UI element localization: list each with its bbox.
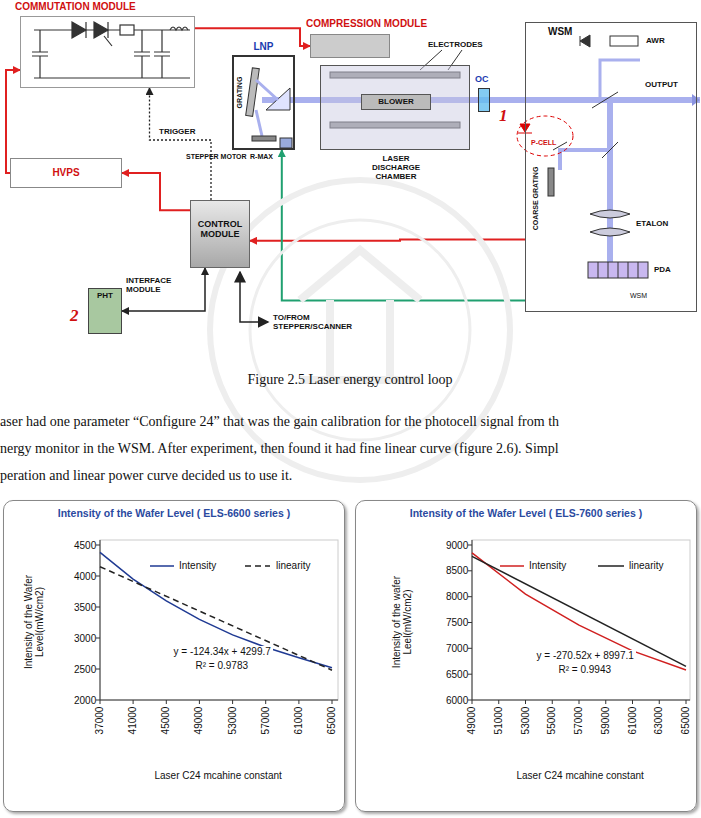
box-label: CONTROL MODULE — [191, 219, 249, 239]
part-label: WSM — [630, 292, 647, 299]
chart-text: 61000 — [293, 706, 304, 734]
module-box: HVPS — [10, 158, 122, 188]
part-label: AWR — [646, 36, 665, 45]
module-box: COMPRESSION MODULE — [310, 34, 390, 58]
chart-text: 9000 — [446, 540, 468, 551]
box-label: PHT — [89, 291, 121, 300]
chart-text: 49000 — [194, 706, 205, 734]
body-text: peration and linear power curve decided … — [0, 468, 292, 484]
figure-caption: Figure 2.5 Laser energy control loop — [248, 372, 453, 388]
box-label: COMMUTATION MODULE — [15, 1, 136, 12]
chart-text: 59000 — [600, 706, 611, 734]
box-label: OC — [475, 74, 489, 84]
chart-text: 4500 — [74, 540, 96, 551]
part-label: P-CELL — [531, 139, 556, 146]
box-label: BLOWER — [362, 95, 430, 109]
signal-connector — [122, 268, 205, 311]
chart-text: 57000 — [260, 706, 271, 734]
chart-text: Laser C24 mcahine constant — [517, 770, 644, 781]
body-text: aser had one parameter “Configure 24” th… — [0, 414, 559, 430]
legend-text: Intensity — [528, 560, 567, 571]
laser-beam — [262, 60, 700, 262]
chart-text: 7000 — [446, 643, 468, 654]
part-label: TO/FROM STEPPER/SCANNER — [273, 313, 363, 331]
box-label: Intensity of the Wafer Level ( ELS-7600 … — [360, 507, 692, 519]
chart-text: 51000 — [493, 706, 504, 734]
chart-text: 6500 — [446, 669, 468, 680]
part-label: ELECTRODES — [428, 40, 483, 49]
part-label: 2 — [70, 306, 79, 326]
signal-connector — [195, 28, 310, 46]
chart-text: 3000 — [74, 633, 96, 644]
chart-text: 53000 — [520, 706, 531, 734]
box-label: LASER DISCHARGE CHAMBER — [361, 154, 431, 181]
module-box: WSM — [525, 22, 697, 312]
module-box: OC — [478, 88, 490, 112]
wavelength-meter-optics — [517, 35, 648, 278]
chart-2-plot — [468, 540, 690, 704]
chart-text: 65000 — [326, 706, 337, 734]
module-box: CONTROL MODULE — [190, 200, 250, 268]
chart-text: 49000 — [466, 706, 477, 734]
signal-connector — [150, 88, 212, 200]
part-label: 1 — [499, 106, 508, 126]
part-label: ETALON — [636, 219, 668, 228]
part-label: STEPPER MOTOR — [186, 153, 247, 160]
box-label: COMPRESSION MODULE — [306, 18, 427, 29]
module-box: PHT — [88, 288, 122, 334]
chart-text: 57000 — [573, 706, 584, 734]
chart-text: 7500 — [446, 617, 468, 628]
signal-connector — [122, 173, 190, 210]
legend-text: Intensity — [178, 560, 217, 571]
module-box: COMMUTATION MODULE — [20, 16, 195, 88]
module-box: BLOWER — [361, 94, 431, 110]
part-label: GRATING — [236, 76, 243, 108]
chart-text: 65000 — [680, 706, 691, 734]
part-label: INTERFACE MODULE — [126, 276, 186, 294]
chart-text: 61000 — [627, 706, 638, 734]
chart-text: 6000 — [446, 695, 468, 706]
box-label: HVPS — [11, 159, 121, 187]
part-label: COARSE GRATING — [532, 166, 539, 230]
edge-label: TRIGGER — [158, 127, 196, 136]
signal-connector — [282, 150, 525, 300]
box-label: LNP — [234, 41, 293, 52]
chart-text: R² = 0.9943 — [557, 664, 614, 675]
chart-text: Intensity of the wafer Leel(mW/cm2) — [391, 542, 413, 702]
box-label: WSM — [548, 26, 572, 37]
chart-text: 8500 — [446, 565, 468, 576]
chart-text: 4000 — [74, 571, 96, 582]
legend-text: linearity — [628, 560, 664, 571]
chart-text: R² = 0.9783 — [194, 660, 251, 671]
lnp-optics — [246, 68, 292, 148]
chart-text: Intensity of the Wafer Level(mW/cm2) — [23, 542, 45, 702]
chart-text: 63000 — [654, 706, 665, 734]
chart-text: 55000 — [547, 706, 558, 734]
chart-text: 8000 — [446, 591, 468, 602]
chart-text: 45000 — [161, 706, 172, 734]
part-label: PDA — [654, 265, 671, 274]
chart-text: 53000 — [227, 706, 238, 734]
chart-text: 3500 — [74, 602, 96, 613]
chart-text: y = -124.34x + 4299.7 — [172, 646, 273, 657]
chart-text: Laser C24 mcahine constant — [155, 770, 282, 781]
part-label: R-MAX — [250, 153, 273, 160]
commutation-circuit — [32, 22, 190, 78]
chart-1-plot — [96, 540, 338, 704]
legend-text: linearity — [275, 560, 311, 571]
chart-panel: Intensity of the Wafer Level ( ELS-7600 … — [355, 500, 697, 812]
box-label: Intensity of the Wafer Level ( ELS-6600 … — [8, 507, 340, 519]
watermark-seal — [210, 180, 510, 480]
part-label: OUTPUT — [645, 80, 678, 89]
module-box: LASER DISCHARGE CHAMBERBLOWER — [320, 65, 470, 150]
body-text: nergy monitor in the WSM. After experime… — [0, 441, 559, 457]
chart-text: 2000 — [74, 695, 96, 706]
chart-text: 37000 — [94, 706, 105, 734]
chart-text: 2500 — [74, 664, 96, 675]
chart-text: 41000 — [128, 706, 139, 734]
chart-text: y = -270.52x + 8997.1 — [535, 650, 636, 661]
stepper-link-arrow — [240, 272, 268, 322]
